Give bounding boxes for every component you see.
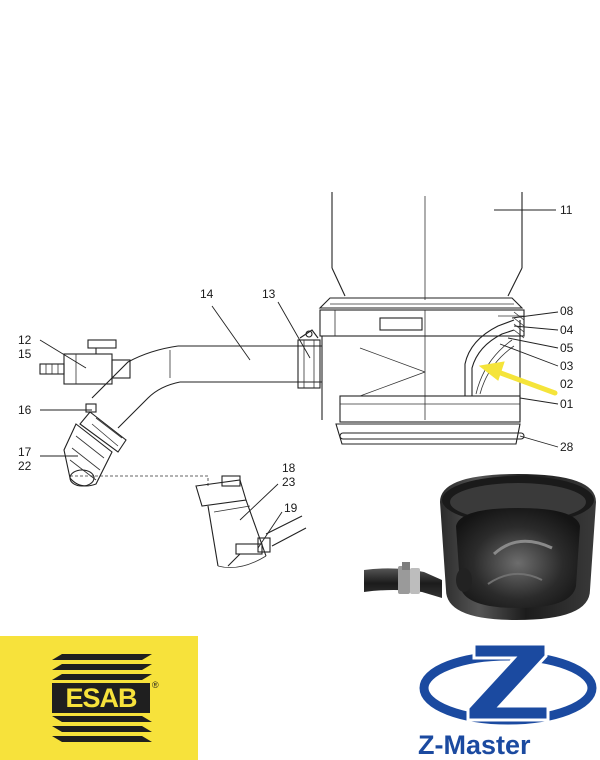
lower-sleeve (63, 403, 127, 487)
ball-valve (39, 339, 131, 385)
callout-04: 04 (560, 323, 574, 337)
hose-connector-detail (195, 475, 307, 569)
callout-14: 14 (200, 287, 214, 301)
callout-13: 13 (262, 287, 276, 301)
callout-05: 05 (560, 341, 574, 355)
hopper-housing (318, 192, 525, 445)
callout-01: 01 (560, 397, 574, 411)
callout-18: 18 (282, 461, 296, 475)
callout-labels: 11 08 04 05 03 02 01 28 14 13 12 15 16 1… (18, 203, 574, 515)
esab-stripes-icon (52, 654, 152, 680)
z-master-wordmark: Z-Master (418, 730, 531, 760)
z-master-emblem-icon (419, 642, 597, 725)
callout-19: 19 (284, 501, 298, 515)
highlight-arrow (478, 361, 558, 396)
leader-lines (39, 209, 559, 549)
registered-mark: ® (152, 680, 159, 690)
base-ring (339, 432, 525, 440)
callout-16: 16 (18, 403, 32, 417)
suction-pipe (91, 329, 322, 429)
callout-03: 03 (560, 359, 574, 373)
callout-12: 12 (18, 333, 32, 347)
product-photo (364, 462, 600, 630)
callout-23: 23 (282, 475, 296, 489)
esab-wordmark: ESAB (52, 683, 150, 713)
esab-stripes-lower-icon (52, 716, 152, 742)
callout-28: 28 (560, 440, 574, 454)
esab-logo: ESAB ® (0, 636, 198, 760)
callout-22: 22 (18, 459, 32, 473)
callout-08: 08 (560, 304, 574, 318)
callout-15: 15 (18, 347, 32, 361)
callout-17: 17 (18, 445, 32, 459)
callout-11: 11 (560, 203, 573, 217)
callout-02: 02 (560, 377, 574, 391)
